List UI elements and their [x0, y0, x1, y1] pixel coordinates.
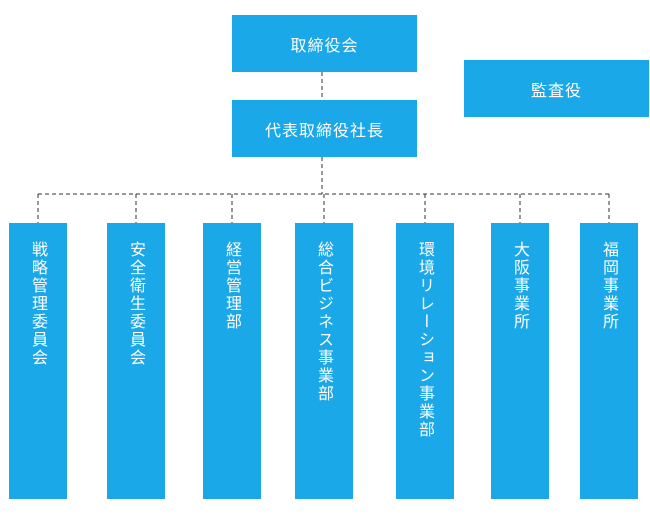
- department-label: 経営管理部: [223, 241, 242, 331]
- department-box-fukuoka: 福岡事業所: [580, 223, 638, 499]
- department-box-general-business: 総合ビジネス事業部: [295, 223, 353, 499]
- department-label: 安全衛生委員会: [127, 241, 146, 367]
- department-box-osaka: 大阪事業所: [491, 223, 549, 499]
- department-label: 福岡事業所: [600, 241, 619, 331]
- department-label: 総合ビジネス事業部: [315, 241, 334, 403]
- auditor-box: 監査役: [464, 60, 649, 117]
- department-label: 大阪事業所: [511, 241, 530, 331]
- department-box-safety: 安全衛生委員会: [107, 223, 165, 499]
- president-box: 代表取締役社長: [232, 100, 417, 157]
- department-label: 戦略管理委員会: [29, 241, 48, 367]
- board-of-directors-label: 取締役会: [290, 35, 359, 55]
- auditor-label: 監査役: [530, 80, 582, 100]
- department-box-management: 経営管理部: [203, 223, 261, 499]
- board-of-directors-box: 取締役会: [232, 15, 417, 72]
- president-label: 代表取締役社長: [264, 120, 384, 140]
- department-label: 環境リレーション事業部: [416, 241, 435, 439]
- department-box-environment: 環境リレーション事業部: [396, 223, 454, 499]
- department-box-strategy: 戦略管理委員会: [9, 223, 67, 499]
